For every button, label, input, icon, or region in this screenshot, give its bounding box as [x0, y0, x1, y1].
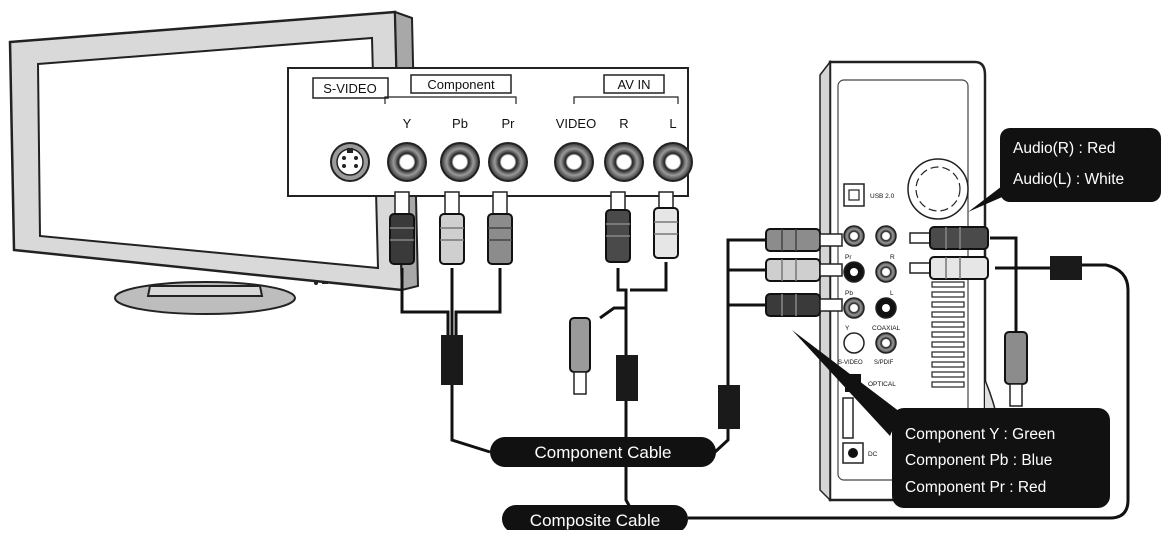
ferrite-core-composite: [616, 355, 638, 401]
component-cable-pill: [490, 437, 716, 467]
tv-sensor-icon: [322, 281, 328, 284]
jack-label-l: L: [669, 116, 676, 131]
component-y-label: Component Y : Green: [905, 426, 1055, 443]
rca-jack-r-icon: [604, 142, 644, 182]
plug-device-audio-l-icon: [909, 256, 989, 280]
device-label-coaxial: COAXIAL: [872, 325, 901, 332]
device-jack-spdif-icon: [875, 332, 897, 354]
device-label-optical: OPTICAL: [868, 381, 896, 388]
wire-composite-long: [688, 263, 1130, 520]
ferrite-core-component-tv: [441, 335, 463, 385]
jack-label-pb: Pb: [452, 116, 468, 131]
component-pb-label: Component Pb : Blue: [905, 452, 1052, 469]
ferrite-core-composite-device: [1050, 256, 1082, 280]
plug-video-loose-icon: [569, 317, 591, 395]
audio-l-label: Audio(L) : White: [1013, 171, 1124, 188]
cable-wires: [400, 236, 1130, 520]
plug-device-pb-icon: [765, 258, 843, 282]
tv-led-icon: [314, 281, 318, 285]
rca-jack-video-icon: [554, 142, 594, 182]
rca-jack-pr-icon: [488, 142, 528, 182]
composite-cable-label: Composite Cable: [530, 511, 660, 530]
rca-jack-pb-icon: [440, 142, 480, 182]
plug-audio-l-icon: [653, 191, 679, 259]
device-vent-slots-icon: [931, 281, 965, 388]
plug-y-icon: [389, 191, 415, 265]
component-callout: Component Y : Green Component Pb : Blue …: [792, 330, 1110, 508]
device-label-spdif: S/PDIF: [874, 360, 894, 366]
device-label-pb: Pb: [845, 290, 853, 297]
svideo-jack-icon: [330, 142, 370, 182]
device-jack-svideo-icon: [843, 332, 865, 354]
avin-label-box: [603, 74, 665, 94]
component-label-box: [410, 74, 512, 94]
device-label-l: L: [890, 290, 894, 297]
avin-bracket: [573, 96, 679, 104]
wire-component-y: [400, 268, 450, 335]
component-cable-label: Component Cable: [534, 443, 671, 462]
device-side-plugs: [765, 226, 1028, 407]
wire-component-main-right: [713, 428, 730, 454]
device-label-pr: Pr: [845, 254, 852, 261]
jack-label-video: VIDEO: [556, 116, 596, 131]
wire-composite-video-branch: [599, 306, 626, 320]
composite-cable-tag: Composite Cable: [502, 505, 688, 533]
wire-component-main-left: [450, 385, 491, 454]
device-label-svideo: S-VIDEO: [838, 360, 863, 366]
plug-audio-r-icon: [605, 191, 631, 263]
tv-stand-neck: [146, 285, 264, 297]
jack-label-r: R: [619, 116, 628, 131]
device-jack-r-icon: [875, 225, 897, 247]
jack-label-y: Y: [403, 116, 412, 131]
fan-vent-icon: [907, 158, 969, 220]
device-jack-l-icon: [875, 261, 897, 283]
rca-jack-y-icon: [387, 142, 427, 182]
tv-side-plugs: [389, 191, 679, 395]
plug-device-y-icon: [765, 293, 843, 317]
wire-component-pr: [454, 268, 502, 335]
device-jack-pr-icon: [843, 225, 865, 247]
component-callout-box: [892, 408, 1110, 508]
audio-callout: Audio(R) : Red Audio(L) : White: [968, 128, 1161, 212]
component-label: Component: [427, 77, 495, 92]
device-jack-y-icon: [843, 297, 865, 319]
component-callout-pointer: [792, 330, 900, 436]
jack-label-pr: Pr: [502, 116, 516, 131]
plug-device-pr-icon: [765, 228, 843, 252]
svideo-label-box: [312, 77, 389, 99]
wire-audio-r: [990, 236, 1018, 335]
wire-device-pr: [726, 238, 770, 340]
device-slot-icon: [842, 397, 854, 439]
tv-input-panel: S-VIDEO Component AV IN Y Pb Pr VIDEO R …: [287, 67, 693, 197]
device-label-y: Y: [845, 325, 850, 332]
ferrite-core-component-device: [718, 385, 740, 429]
component-pr-label: Component Pr : Red: [905, 479, 1046, 496]
svideo-label: S-VIDEO: [323, 81, 376, 96]
device-label-dc: DC: [868, 451, 878, 458]
usb-port-icon: [843, 183, 865, 207]
wire-composite-l: [630, 262, 668, 292]
rca-jack-l-icon: [653, 142, 693, 182]
plug-pb-icon: [439, 191, 465, 265]
audio-r-label: Audio(R) : Red: [1013, 140, 1116, 157]
plug-device-audio-r-icon: [909, 226, 989, 250]
component-bracket: [384, 96, 517, 104]
component-cable-tag: Component Cable: [490, 437, 716, 467]
device-label-r: R: [890, 254, 895, 261]
usb-label: USB 2.0: [870, 193, 895, 200]
wire-composite-r: [616, 268, 628, 355]
audio-callout-box: [1000, 128, 1161, 202]
avin-label: AV IN: [618, 77, 651, 92]
plug-loose-audio-icon: [1004, 331, 1028, 407]
device-side: [819, 59, 831, 502]
composite-cable-pill: [502, 505, 688, 533]
plug-pr-icon: [487, 191, 513, 265]
